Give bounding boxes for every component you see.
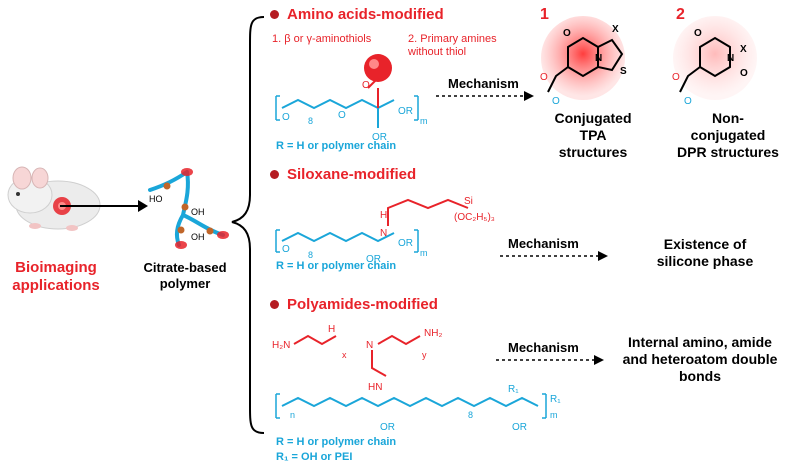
svg-text:x: x [342,350,347,360]
mouse-illustration [7,166,101,231]
svg-text:m: m [420,116,428,126]
svg-text:Si: Si [464,196,473,207]
svg-text:O: O [552,96,560,107]
svg-text:N: N [595,53,602,64]
oh-label-1: OH [191,207,205,217]
polyamide-result: Internal amino, amide and heteroatom dou… [622,334,778,384]
svg-text:8: 8 [308,250,313,260]
svg-text:8: 8 [468,410,473,420]
section-siloxane-label: Siloxane-modified [287,166,417,183]
svg-text:NH₂: NH₂ [424,328,442,339]
polyamide-r1-note: R₁ = OH or PEI [276,451,353,463]
curly-brace [231,16,265,434]
polyamide-mechanism-arrow [496,355,604,365]
svg-text:OR: OR [372,132,387,143]
result-2-number: 2 [676,6,685,23]
amino-mechanism-label: Mechanism [448,76,519,91]
bullet-dot [270,300,279,309]
siloxane-r-note: R = H or polymer chain [276,260,397,272]
svg-text:N: N [380,228,387,239]
svg-text:O: O [540,72,548,83]
tpa-structure: O N X S O O [540,16,627,107]
svg-text:HN: HN [368,382,382,393]
amino-mechanism-arrow [436,91,534,101]
section-polyamide-title: Polyamides-modified [270,296,438,313]
polyamide-structure: H₂N H x N y NH₂ HN n 8 R₁ OR OR R₁ m [272,324,561,433]
section-amino-label: Amino acids-modified [287,6,444,23]
amino-r-note: R = H or polymer chain [276,140,397,152]
svg-text:R₁: R₁ [508,384,519,395]
svg-text:(OC₂H₅)₃: (OC₂H₅)₃ [454,212,495,223]
svg-text:OR: OR [512,422,527,433]
svg-text:O: O [694,28,702,39]
bullet-dot [270,10,279,19]
section-polyamide-label: Polyamides-modified [287,296,438,313]
svg-text:O: O [672,72,680,83]
polymer-label: Citrate-based polymer [143,260,227,291]
svg-text:R₁: R₁ [550,394,561,405]
svg-text:O: O [282,244,290,255]
svg-text:O: O [338,110,346,121]
svg-text:OR: OR [380,422,395,433]
svg-text:O: O [563,28,571,39]
amino-structure: O 8 O OR OR m O [275,54,428,143]
svg-text:H: H [328,324,335,335]
svg-text:O: O [740,68,748,79]
section-siloxane-title: Siloxane-modified [270,166,416,183]
svg-text:O: O [282,112,290,123]
svg-text:m: m [420,248,428,258]
svg-text:OR: OR [398,106,413,117]
svg-text:H: H [380,210,387,221]
svg-text:X: X [740,44,747,55]
result-2-label: Non-conjugated DPR structures [677,110,779,160]
svg-text:H₂N: H₂N [272,340,290,351]
siloxane-structure: Si (OC₂H₅)₃ N H O 8 OR OR m [275,196,495,265]
bullet-dot [270,170,279,179]
bioimaging-label: Bioimaging applications [12,259,100,294]
siloxane-mechanism-arrow [500,251,608,261]
arrow-to-polymer [60,200,148,212]
svg-text:y: y [422,350,427,360]
ho-label: HO [149,194,163,204]
svg-text:8: 8 [308,116,313,126]
section-amino-title: Amino acids-modified [270,6,444,23]
svg-text:S: S [620,66,627,77]
polyamide-mechanism-label: Mechanism [508,340,579,355]
svg-text:m: m [550,410,558,420]
svg-text:X: X [612,24,619,35]
amino-sub2: 2. Primary amines without thiol [408,33,497,58]
svg-text:O: O [362,80,370,91]
oh-label-2: OH [191,232,205,242]
svg-text:N: N [727,53,734,64]
result-1-number: 1 [540,6,549,23]
dpr-structure: O N X O O O [672,16,757,107]
amino-sub1: 1. β or γ-aminothiols [272,33,372,45]
svg-text:O: O [684,96,692,107]
svg-text:OR: OR [398,238,413,249]
svg-text:n: n [290,410,295,420]
siloxane-result: Existence of silicone phase [656,236,754,269]
result-1-label: Conjugated TPA structures [554,110,632,160]
polymer-chain-illustration: HO OH OH [148,168,229,249]
svg-text:N: N [366,340,373,351]
svg-text:OR: OR [366,254,381,265]
polyamide-r-note: R = H or polymer chain [276,436,397,448]
siloxane-mechanism-label: Mechanism [508,236,579,251]
